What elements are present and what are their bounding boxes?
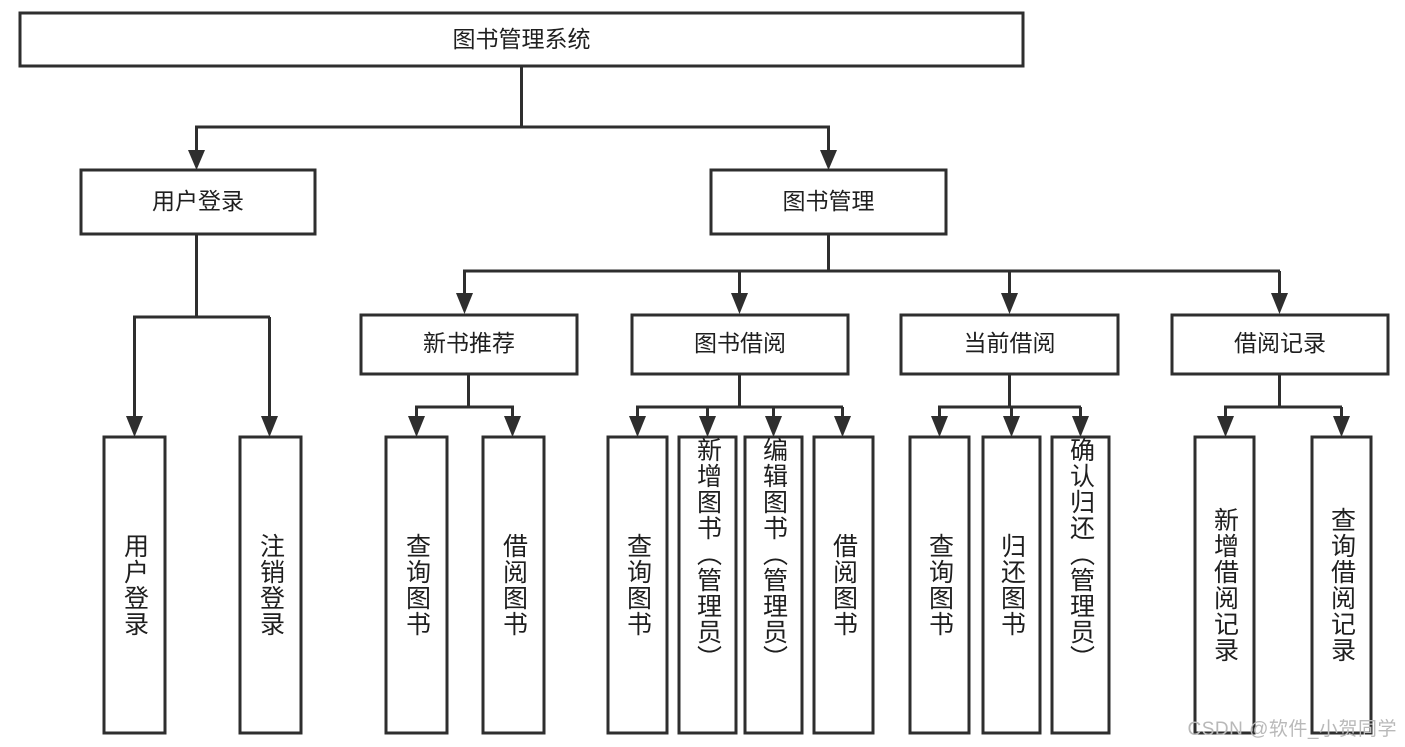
node-book-management-label: 图书管理	[783, 188, 875, 214]
arrow-head-leaf-borrow-book-1	[504, 416, 521, 437]
node-root[interactable]: 图书管理系统	[18, 11, 1025, 68]
node-user-login[interactable]: 用户登录	[79, 168, 317, 236]
leaf-box-return-book[interactable]	[981, 435, 1042, 735]
node-new-book-recommend-label: 新书推荐	[423, 330, 515, 356]
leaf-box-borrow-book-2[interactable]	[812, 435, 875, 735]
leaf-box-query-record[interactable]	[1310, 435, 1373, 735]
node-user-login-box[interactable]	[79, 168, 317, 236]
arrow-head-book-mgmt	[820, 150, 837, 170]
node-borrow-record[interactable]: 借阅记录	[1170, 313, 1390, 376]
leaf-box-add-book[interactable]	[677, 435, 738, 735]
connector-group-book-mgmt-to-level3	[456, 234, 1288, 314]
arrow-head-leaf-add-record	[1217, 416, 1234, 437]
arrow-head-leaf-return-book	[1003, 416, 1020, 437]
arrow-head-user-login	[188, 150, 205, 170]
node-book-management-box[interactable]	[709, 168, 948, 236]
node-user-login-label: 用户登录	[152, 188, 244, 214]
arrow-head-leaf-query-book-3	[931, 416, 948, 437]
arrow-head-book-borrow	[731, 293, 748, 314]
arrow-head-borrow-record	[1271, 293, 1288, 314]
node-root-label: 图书管理系统	[453, 26, 591, 52]
connector-group-borrow-record-to-leaves	[1217, 374, 1350, 437]
leaf-box-query-book-1[interactable]	[384, 435, 449, 735]
arrow-head-leaf-logout	[261, 416, 278, 437]
leaf-boxes-current-borrow	[908, 435, 1111, 735]
connector-group-current-borrow-to-leaves	[931, 374, 1089, 437]
leaf-boxes-new-book-recommend	[384, 435, 546, 735]
leaf-box-edit-book[interactable]	[743, 435, 804, 735]
leaf-box-borrow-book-1[interactable]	[481, 435, 546, 735]
leaf-box-add-record[interactable]	[1193, 435, 1256, 735]
connector-group-book-borrow-to-leaves	[629, 374, 851, 437]
arrow-head-leaf-query-record	[1333, 416, 1350, 437]
leaf-boxes-book-borrow	[606, 435, 875, 735]
node-book-management[interactable]: 图书管理	[709, 168, 948, 236]
leaf-box-query-book-3[interactable]	[908, 435, 971, 735]
connector-group-new-book-to-leaves	[408, 374, 521, 437]
node-new-book-recommend-box[interactable]	[359, 313, 579, 376]
node-current-borrow[interactable]: 当前借阅	[899, 313, 1120, 376]
connector-group-user-login-to-leaves	[126, 234, 278, 437]
arrow-head-leaf-add-book	[699, 416, 716, 437]
csdn-watermark: CSDN @软件_小贺同学	[1187, 719, 1397, 740]
node-borrow-record-box[interactable]	[1170, 313, 1390, 376]
node-current-borrow-label: 当前借阅	[964, 330, 1056, 356]
node-book-borrow[interactable]: 图书借阅	[630, 313, 850, 376]
arrow-head-leaf-confirm-return	[1072, 416, 1089, 437]
arrow-head-leaf-borrow-book-2	[834, 416, 851, 437]
node-borrow-record-label: 借阅记录	[1234, 330, 1326, 356]
leaf-box-user-login[interactable]	[102, 435, 167, 735]
node-book-borrow-label: 图书借阅	[694, 330, 786, 356]
arrow-head-new-book-recommend	[456, 293, 473, 314]
node-current-borrow-box[interactable]	[899, 313, 1120, 376]
leaf-boxes-user-login	[102, 435, 303, 735]
arrow-head-leaf-query-book-1	[408, 416, 425, 437]
leaf-box-logout[interactable]	[238, 435, 303, 735]
arrow-head-leaf-edit-book	[765, 416, 782, 437]
leaf-box-confirm-return[interactable]	[1050, 435, 1111, 735]
connector-group-root-to-level2	[188, 66, 837, 170]
arrow-head-leaf-query-book-2	[629, 416, 646, 437]
arrow-head-leaf-user-login	[126, 416, 143, 437]
node-root-box[interactable]	[18, 11, 1025, 68]
leaf-boxes-borrow-record	[1193, 435, 1373, 735]
node-book-borrow-box[interactable]	[630, 313, 850, 376]
leaf-box-query-book-2[interactable]	[606, 435, 669, 735]
node-new-book-recommend[interactable]: 新书推荐	[359, 313, 579, 376]
arrow-head-current-borrow	[1001, 293, 1018, 314]
